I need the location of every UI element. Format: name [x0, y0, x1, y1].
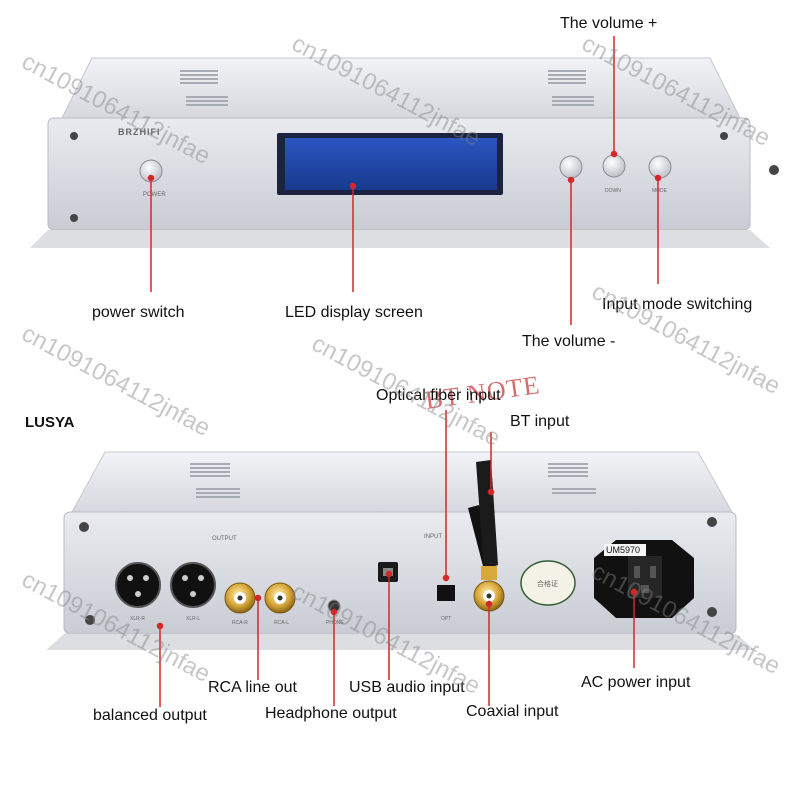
- front-volume-down-button[interactable]: [559, 155, 583, 179]
- label-optical-input: Optical fiber input: [376, 387, 501, 404]
- front-unit: POWER DOWN MODE: [30, 57, 779, 248]
- xlr-r-caption: XLR-R: [130, 616, 145, 622]
- opt-caption: OPT: [441, 616, 451, 622]
- front-vent-grille: [180, 70, 594, 106]
- rca-l-caption: RCA-L: [274, 620, 289, 626]
- label-volume-minus: The volume -: [522, 333, 616, 350]
- front-brand-logo: BRZHIFI: [118, 127, 161, 137]
- front-power-caption: POWER: [143, 192, 166, 198]
- rear-output-caption: OUTPUT: [212, 536, 237, 542]
- label-bt-input: BT input: [510, 413, 570, 430]
- fuse-label: UM5970: [606, 545, 640, 555]
- rca-left-jack[interactable]: [264, 582, 296, 614]
- callout-arrows: [147, 36, 662, 707]
- label-headphone-output: Headphone output: [265, 705, 397, 722]
- front-down-caption: DOWN: [605, 188, 621, 194]
- xlr-l-caption: XLR-L: [186, 616, 200, 622]
- label-input-mode: Input mode switching: [602, 296, 753, 313]
- label-rca-line-out: RCA line out: [208, 679, 297, 696]
- led-display-screen: [285, 138, 497, 190]
- front-volume-up-button[interactable]: [602, 154, 626, 178]
- svg-text:合格证: 合格证: [537, 579, 558, 588]
- label-coaxial-input: Coaxial input: [466, 703, 559, 720]
- rear-unit: OUTPUT INPUT XLR-R XLR-L RCA-R RCA-L PHO…: [46, 451, 755, 650]
- optical-port[interactable]: [437, 585, 455, 601]
- rca-right-jack[interactable]: [224, 582, 256, 614]
- label-led-display: LED display screen: [285, 304, 423, 321]
- seller-brand: LUSYA: [25, 414, 75, 431]
- bt-antenna: [468, 460, 498, 580]
- ac-power-socket[interactable]: UM5970: [594, 540, 694, 618]
- label-ac-power-input: AC power input: [581, 674, 691, 691]
- label-volume-plus: The volume +: [560, 15, 658, 32]
- rca-r-caption: RCA-R: [232, 620, 248, 626]
- front-mode-caption: MODE: [652, 188, 668, 194]
- front-mode-button[interactable]: [648, 155, 672, 179]
- label-usb-audio-input: USB audio input: [349, 679, 465, 696]
- certificate-sticker: 合格证: [520, 560, 576, 606]
- rear-input-caption: INPUT: [424, 534, 442, 540]
- phone-caption: PHONE: [326, 620, 344, 626]
- label-balanced-output: balanced output: [93, 707, 207, 724]
- label-power-switch: power switch: [92, 304, 185, 321]
- xlr-left-connector[interactable]: [170, 562, 216, 608]
- rear-vent-grille: [190, 463, 596, 498]
- xlr-right-connector[interactable]: [115, 562, 161, 608]
